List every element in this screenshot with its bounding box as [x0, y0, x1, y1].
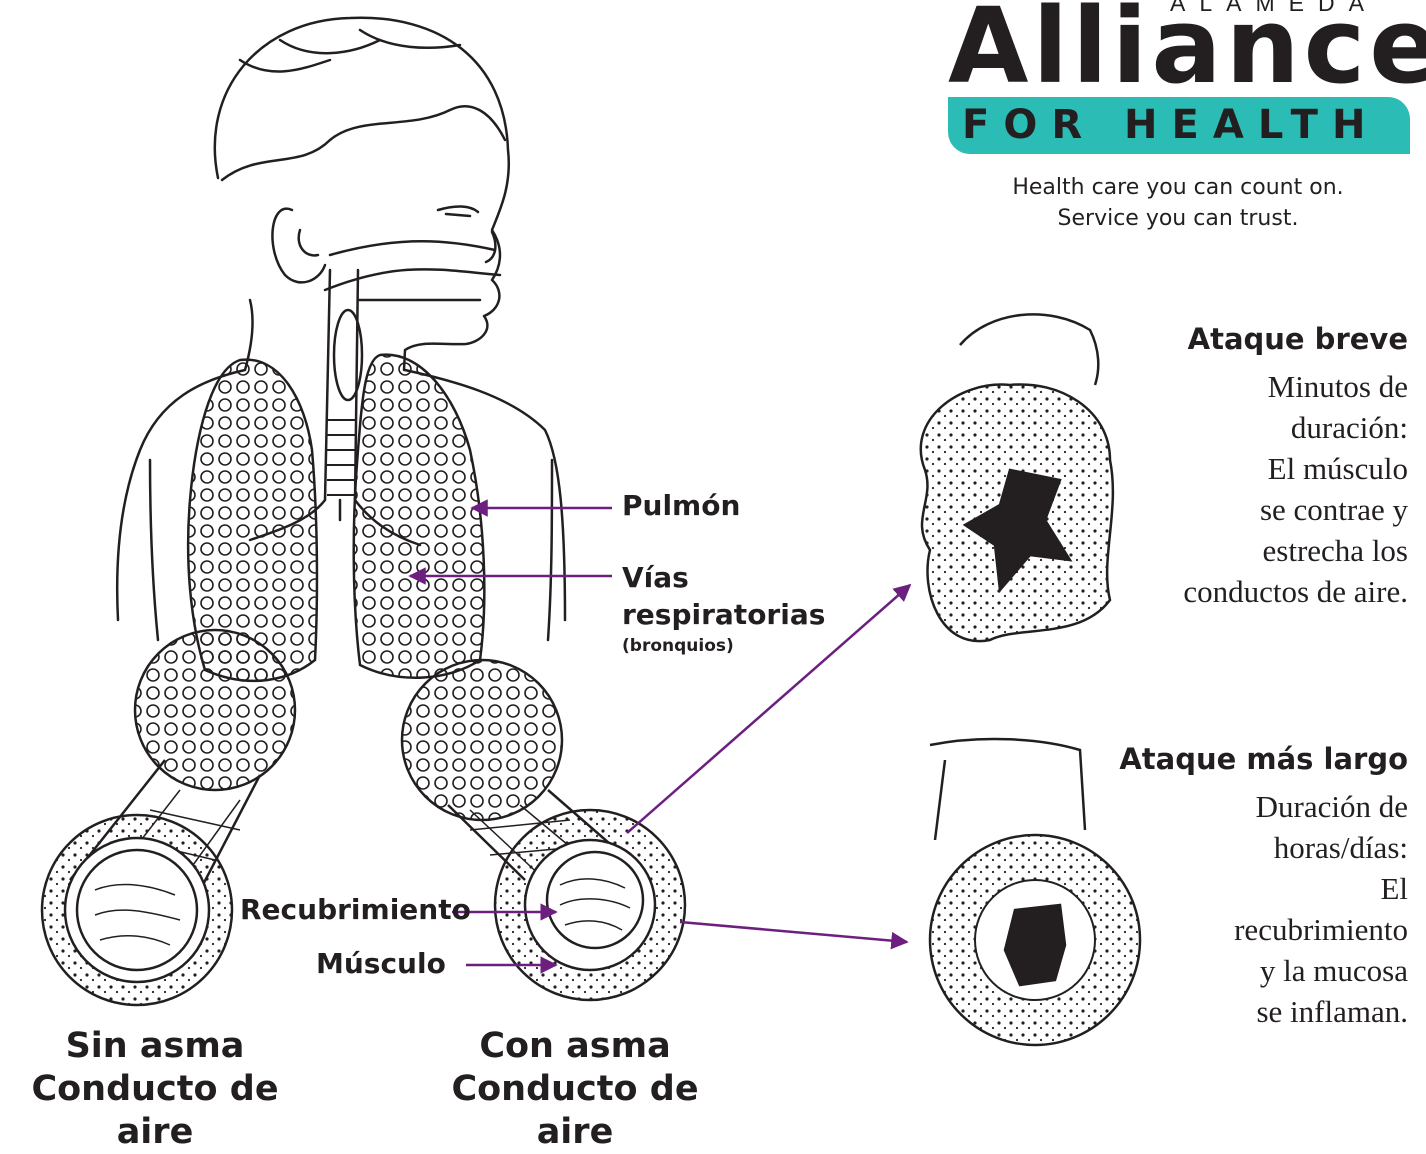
- caption-with-asthma-1: Con asma: [410, 1025, 740, 1068]
- short-attack-line: conductos de aire.: [1088, 571, 1408, 612]
- short-attack-line: se contrae y: [1088, 489, 1408, 530]
- long-attack-arrow: [680, 922, 907, 942]
- long-attack-line: Duración de: [1088, 786, 1408, 827]
- right-lung: [354, 355, 485, 678]
- caption-with-asthma-2: Conducto de aire: [410, 1068, 740, 1154]
- long-attack-line: y la mucosa: [1088, 950, 1408, 991]
- label-muscle: Músculo: [316, 947, 446, 981]
- tagline-line-1: Health care you can count on.: [968, 173, 1388, 203]
- long-attack-line: horas/días:: [1088, 827, 1408, 868]
- logo-main-word: Alliance: [948, 0, 1426, 98]
- label-airways-1: Vías: [622, 561, 689, 595]
- short-attack-line: Minutos de: [1088, 366, 1408, 407]
- short-attack-line: duración:: [1088, 407, 1408, 448]
- long-attack-title: Ataque más largo: [1119, 742, 1408, 776]
- caption-without-asthma-1: Sin asma: [0, 1025, 310, 1068]
- short-attack-line: El músculo: [1088, 448, 1408, 489]
- short-attack-title: Ataque breve: [1188, 322, 1408, 356]
- tagline-line-2: Service you can trust.: [968, 204, 1388, 234]
- long-attack-line: recubrimiento: [1088, 909, 1408, 950]
- long-attack-description: Duración de horas/días: El recubrimiento…: [1088, 786, 1408, 1032]
- label-lining: Recubrimiento: [240, 893, 471, 927]
- label-airways-2: respiratorias: [622, 598, 825, 632]
- long-attack-line: El: [1088, 868, 1408, 909]
- caption-without-asthma-2: Conducto de aire: [0, 1068, 310, 1154]
- head-outline: [215, 18, 509, 370]
- logo-bar-text: FOR HEALTH: [962, 101, 1379, 149]
- short-attack-description: Minutos de duración: El músculo se contr…: [1088, 366, 1408, 612]
- long-attack-line: se inflaman.: [1088, 991, 1408, 1032]
- label-lung: Pulmón: [622, 489, 740, 523]
- label-airways-3: (bronquios): [622, 636, 734, 656]
- short-attack-line: estrecha los: [1088, 530, 1408, 571]
- ear: [272, 209, 325, 283]
